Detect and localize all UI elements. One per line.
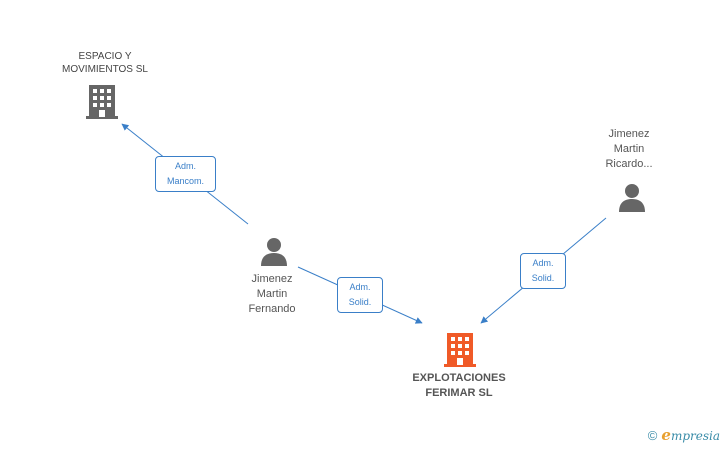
node-label-espacio[interactable]: ESPACIO Y MOVIMIENTOS SL <box>40 50 170 76</box>
person-icon[interactable] <box>259 236 289 266</box>
edge-label-line: Solid. <box>531 273 555 283</box>
node-label-explotaciones[interactable]: EXPLOTACIONES FERIMAR SL <box>395 371 523 401</box>
node-label-line: Martin <box>256 288 288 300</box>
node-label-line: MOVIMIENTOS SL <box>62 64 148 75</box>
node-label-line: Jimenez <box>251 273 293 285</box>
node-label-line: Martin <box>613 143 645 155</box>
edge-label-solid-fernando[interactable]: Adm. Solid. <box>337 277 383 313</box>
copyright-icon: © <box>647 427 658 443</box>
footer-brand[interactable]: © empresia <box>648 426 720 444</box>
node-label-ricardo[interactable]: Jimenez Martin Ricardo... <box>583 127 675 172</box>
node-label-line: Fernando <box>248 303 296 315</box>
node-label-line: FERIMAR SL <box>425 387 493 399</box>
edge-label-line: Solid. <box>348 297 372 307</box>
edge-label-line: Adm. <box>174 161 196 171</box>
node-label-line: EXPLOTACIONES <box>412 372 506 384</box>
edge-label-line: Adm. <box>349 282 371 292</box>
building-icon[interactable] <box>444 332 476 368</box>
brand-initial: e <box>661 426 671 444</box>
node-label-line: ESPACIO Y <box>78 51 132 62</box>
building-icon[interactable] <box>86 84 118 120</box>
node-label-line: Jimenez <box>608 128 650 140</box>
node-label-line: Ricardo... <box>605 158 653 170</box>
brand-logo: empresia <box>661 426 720 444</box>
brand-name: mpresia <box>670 429 720 443</box>
edge-label-solid-ricardo[interactable]: Adm. Solid. <box>520 253 566 289</box>
person-icon[interactable] <box>617 182 647 212</box>
edge-label-line: Adm. <box>532 258 554 268</box>
node-label-fernando[interactable]: Jimenez Martin Fernando <box>226 272 318 317</box>
edge-label-line: Mancom. <box>166 176 204 186</box>
edge-label-mancom[interactable]: Adm. Mancom. <box>155 156 216 192</box>
